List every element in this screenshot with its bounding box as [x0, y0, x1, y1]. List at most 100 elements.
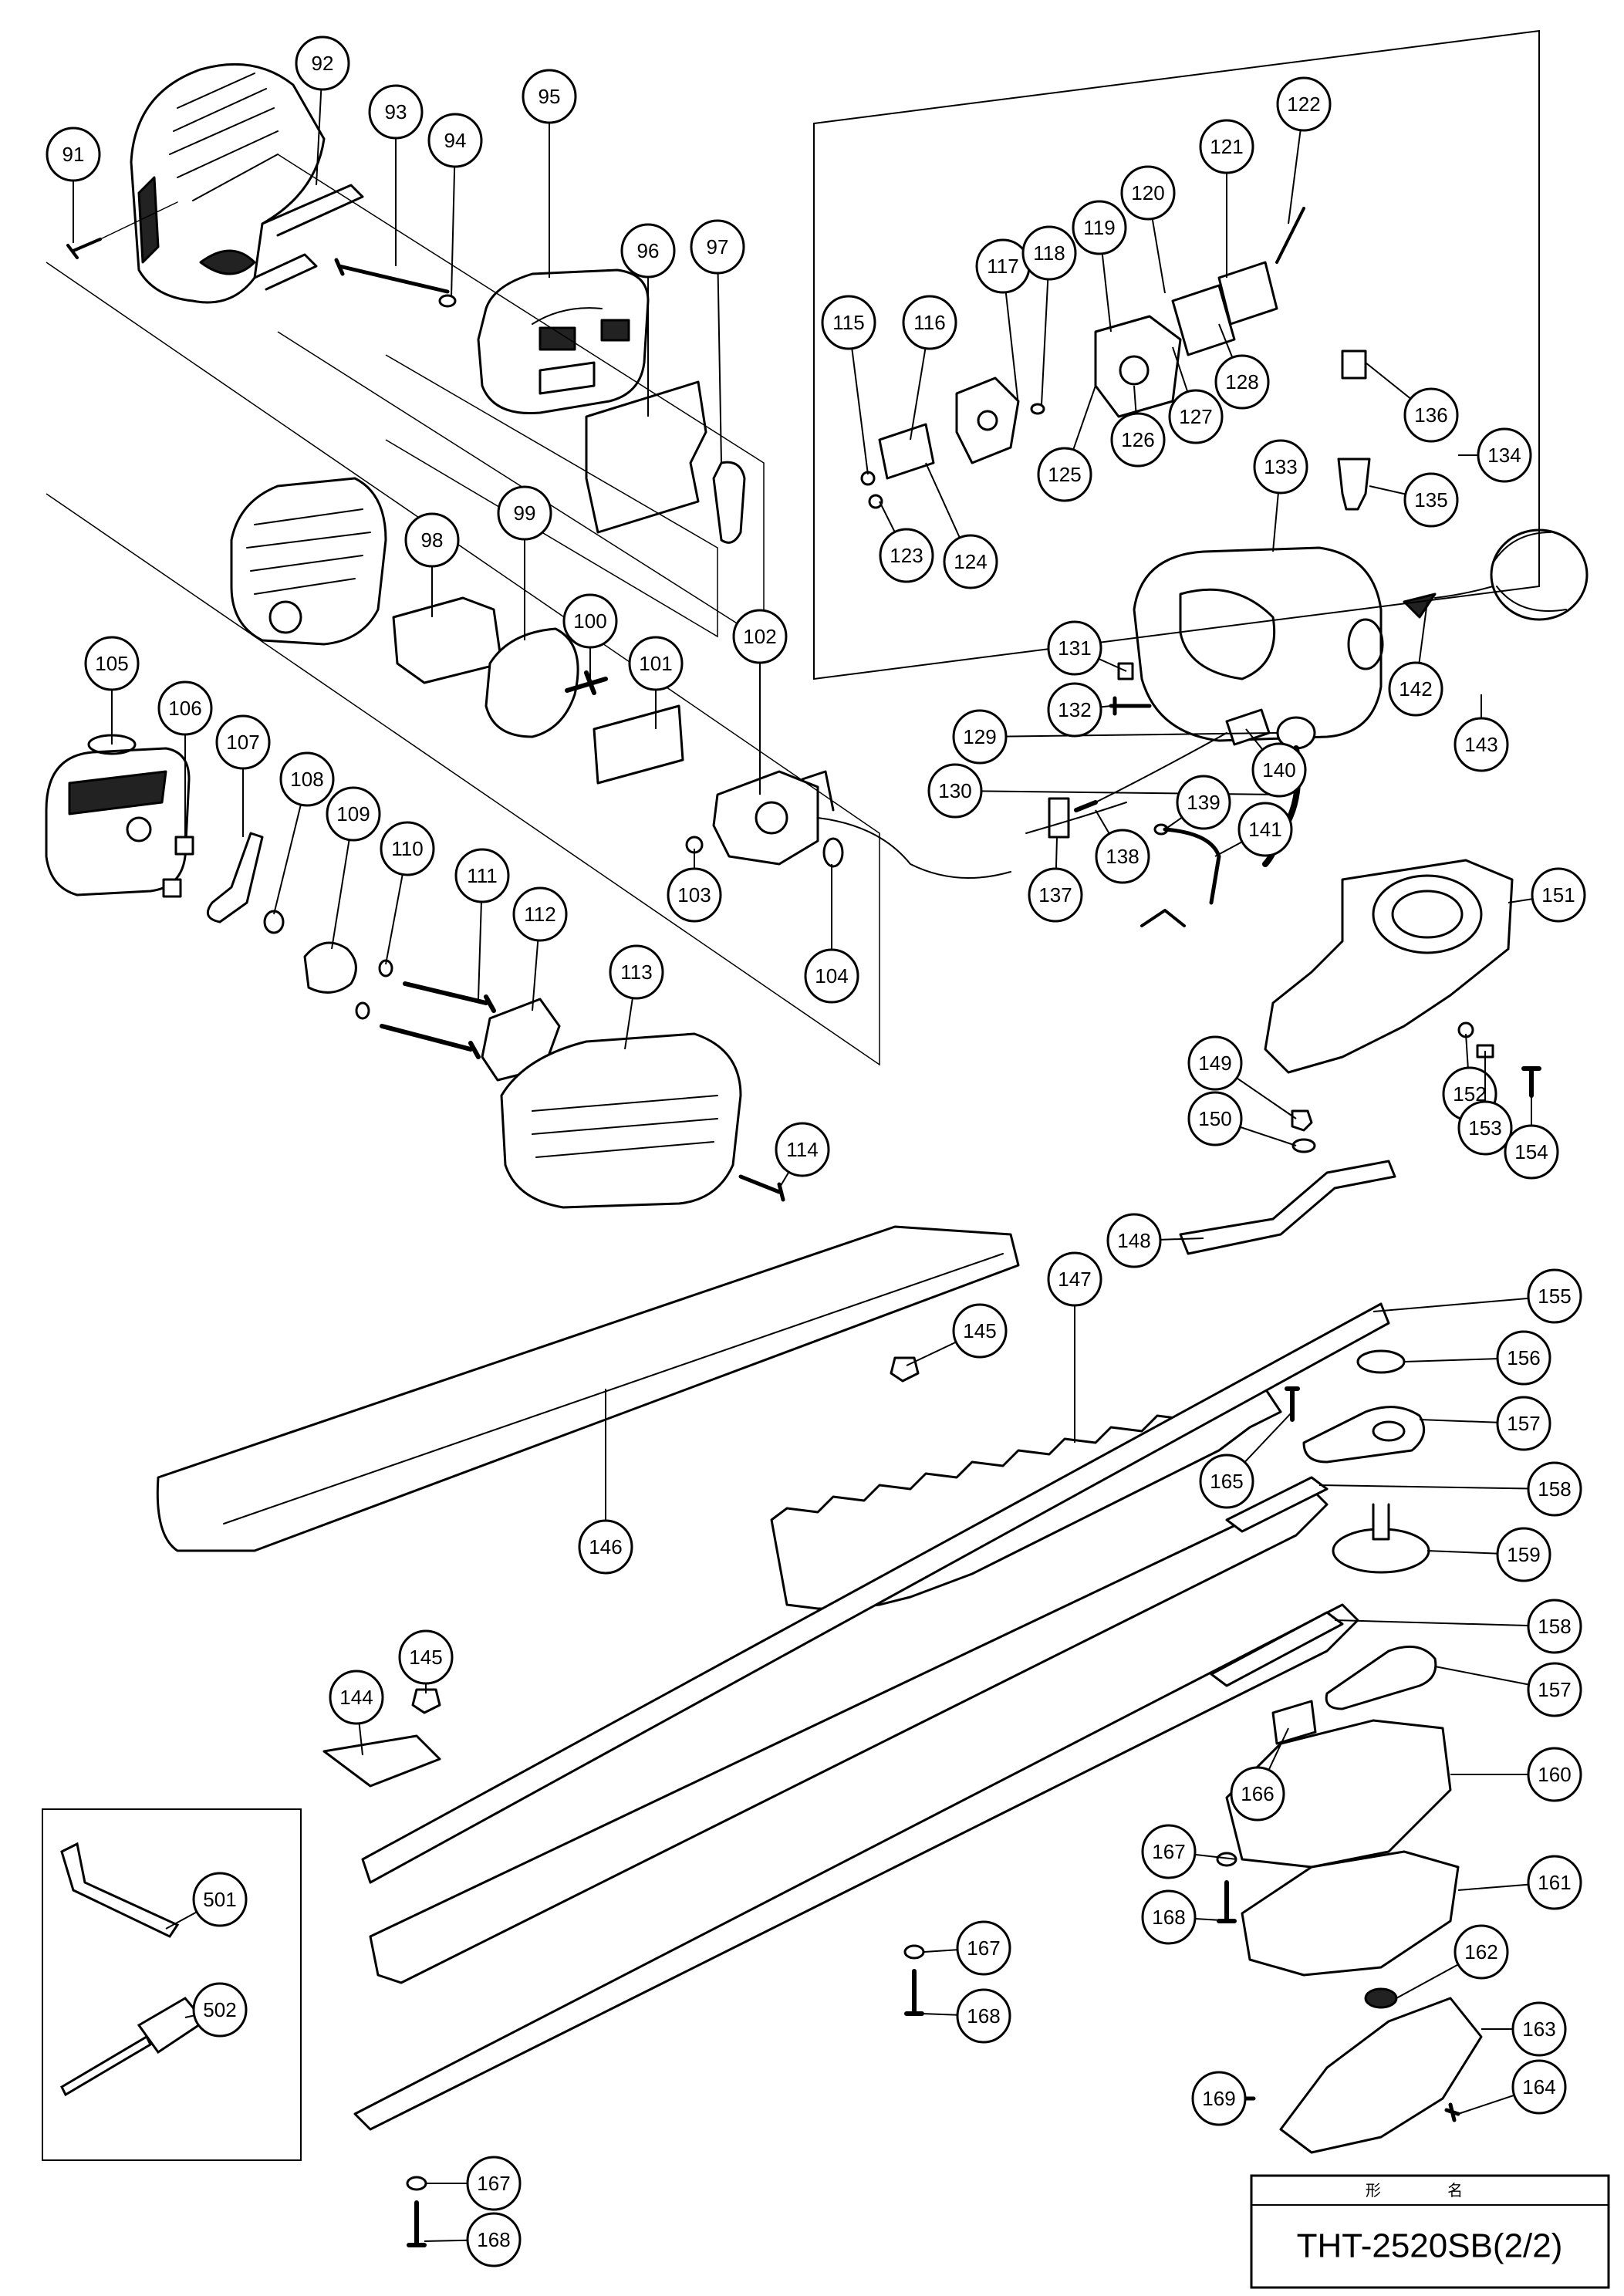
callout-502: 502: [184, 1982, 248, 2038]
callout-102: 102: [732, 609, 788, 795]
callout-circle-137: [1028, 867, 1083, 923]
callout-label-128: 128: [1225, 370, 1258, 393]
callout-label-147: 147: [1058, 1268, 1091, 1291]
joint-137-drawing: [1048, 797, 1070, 839]
bolt-168b-drawing: [904, 1969, 924, 2016]
vent-136-drawing: [1341, 349, 1367, 380]
callout-circle-91: [46, 127, 101, 182]
callout-label-144: 144: [339, 1686, 373, 1709]
screw-91-drawing: [66, 238, 102, 259]
callout-105: 105: [84, 636, 140, 745]
callout-label-164: 164: [1522, 2075, 1555, 2098]
callout-label-146: 146: [589, 1535, 622, 1558]
callout-113: 113: [609, 944, 664, 1050]
callout-93: 93: [368, 84, 424, 266]
callout-126: 126: [1110, 385, 1166, 468]
callout-circle-119: [1072, 200, 1127, 255]
bolt-168a-drawing: [407, 2200, 427, 2247]
callout-circle-121: [1199, 119, 1254, 174]
bolt-100-drawing: [565, 670, 608, 695]
hex-key-501-drawing: [60, 1842, 180, 1938]
callout-95: 95: [522, 69, 577, 278]
callout-circle-156: [1496, 1330, 1551, 1386]
callout-157a: 157: [1419, 1396, 1551, 1451]
callout-label-105: 105: [95, 652, 128, 675]
callout-161: 161: [1457, 1855, 1582, 1910]
callout-123: 123: [879, 501, 934, 583]
plate-158-drawing: [1225, 1476, 1329, 1533]
callout-circle-163: [1511, 2001, 1567, 2057]
model-number: THT-2520SB(2/2): [1297, 2227, 1563, 2265]
callout-103: 103: [667, 849, 722, 923]
callout-circle-112: [512, 886, 568, 942]
callout-label-159: 159: [1507, 1543, 1540, 1566]
callout-145b: 145: [398, 1629, 454, 1693]
callout-label-167c: 167: [1152, 1840, 1185, 1863]
callout-label-141: 141: [1248, 818, 1281, 841]
callout-label-119: 119: [1083, 216, 1115, 239]
callout-circle-166: [1230, 1766, 1285, 1822]
gasket-96-drawing: [585, 380, 707, 534]
callout-circle-118: [1021, 225, 1077, 281]
callout-label-117: 117: [987, 255, 1018, 278]
callout-circle-144: [329, 1670, 384, 1725]
callout-circle-153: [1457, 1100, 1513, 1156]
screw-164-drawing: [1444, 2102, 1460, 2122]
callout-135: 135: [1369, 472, 1459, 528]
callout-label-138: 138: [1106, 845, 1139, 868]
callout-circle-133: [1253, 439, 1308, 495]
callout-98: 98: [404, 512, 460, 617]
callout-circle-114: [775, 1122, 830, 1177]
callout-153: 153: [1457, 1051, 1513, 1156]
gasket-97-drawing: [712, 461, 746, 544]
callout-label-103: 103: [677, 883, 711, 907]
callout-168c: 168: [1141, 1889, 1235, 1945]
callout-100: 100: [562, 593, 618, 679]
callout-label-102: 102: [743, 625, 776, 648]
callout-162: 162: [1396, 1924, 1509, 1999]
callout-circle-107: [215, 714, 271, 770]
callout-163: 163: [1481, 2001, 1567, 2057]
callout-133: 133: [1253, 439, 1308, 552]
cover-163-drawing: [1279, 1997, 1483, 2154]
callout-circle-115: [821, 295, 876, 350]
callout-circle-148: [1106, 1213, 1162, 1268]
callout-circle-168a: [466, 2212, 522, 2267]
callout-circle-154: [1504, 1124, 1559, 1180]
callout-label-165: 165: [1210, 1470, 1243, 1493]
plate-158b-drawing: [1210, 1611, 1344, 1687]
callout-circle-143: [1453, 717, 1509, 772]
callout-label-168a: 168: [477, 2228, 510, 2251]
callout-circle-141: [1237, 802, 1293, 857]
joint-138-drawing: [1074, 800, 1098, 812]
callout-label-118: 118: [1033, 241, 1065, 265]
callout-circle-158b: [1527, 1599, 1582, 1654]
washer-167b-drawing: [903, 1944, 925, 1960]
callout-circle-92: [295, 35, 350, 91]
muffler-drawing: [477, 268, 650, 415]
callout-label-158b: 158: [1538, 1615, 1571, 1638]
callout-label-145a: 145: [963, 1319, 996, 1342]
callout-circle-159: [1496, 1527, 1551, 1582]
callout-label-157a: 157: [1507, 1412, 1540, 1435]
blade-bar-146-drawing: [156, 1225, 1020, 1552]
callout-99: 99: [497, 485, 552, 640]
fuel-tank-drawing: [1133, 546, 1384, 742]
washer-156-drawing: [1356, 1349, 1406, 1374]
callout-label-140: 140: [1262, 758, 1295, 782]
callout-circle-140: [1251, 742, 1307, 798]
callout-164: 164: [1457, 2059, 1567, 2115]
callout-label-107: 107: [226, 731, 259, 754]
callout-107: 107: [215, 714, 271, 837]
callout-168a: 168: [424, 2212, 522, 2267]
callout-150: 150: [1187, 1091, 1297, 1146]
callout-circle-134: [1477, 427, 1532, 483]
callout-circle-136: [1403, 387, 1459, 443]
callout-circle-124: [943, 534, 998, 589]
callout-104: 104: [804, 864, 859, 1004]
bolt-111-drawing: [403, 981, 496, 1013]
callout-label-151: 151: [1541, 883, 1575, 907]
callout-label-142: 142: [1399, 677, 1432, 701]
gasket-160-drawing: [1225, 1719, 1452, 1869]
callout-108: 108: [273, 751, 335, 915]
